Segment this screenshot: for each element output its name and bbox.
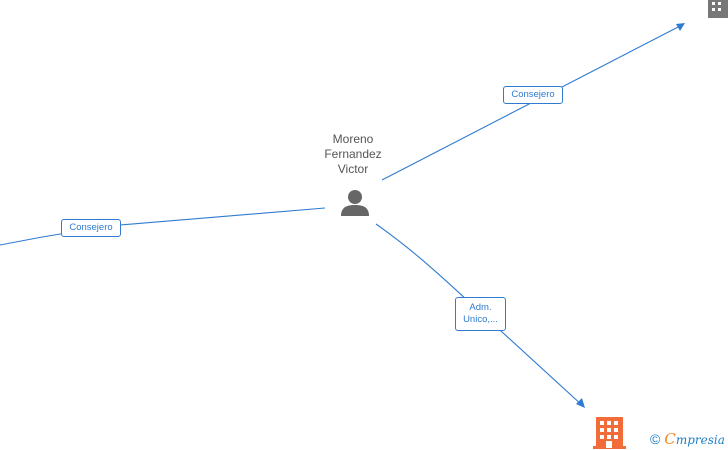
edge-label-text: Adm.	[469, 302, 492, 313]
edge-label-consejero[interactable]: Consejero	[61, 219, 121, 237]
person-name-line: Fernandez	[324, 147, 382, 161]
edge-arrowhead-bottom	[576, 398, 585, 408]
person-icon[interactable]	[341, 190, 369, 216]
edge-label-text: Consejero	[69, 222, 113, 233]
edge-label-text: Consejero	[511, 89, 555, 100]
building-icon[interactable]	[593, 417, 626, 449]
edge-line-left	[0, 207, 326, 246]
brand-logo[interactable]: Cmpresia	[664, 430, 725, 448]
edge-label-adm-unico[interactable]: Adm. Unico,...	[455, 297, 506, 331]
person-name-line: Victor	[337, 162, 369, 176]
footer-branding: © Cmpresia	[650, 430, 725, 448]
building-icon[interactable]	[708, 0, 728, 18]
edge-label-text: Unico,...	[463, 314, 498, 325]
brand-logo-initial: C	[664, 430, 676, 448]
edge-arrowhead-top-right	[676, 23, 685, 31]
copyright-icon: ©	[650, 431, 661, 447]
person-name-line: Moreno	[332, 132, 374, 146]
person-name-label[interactable]: Moreno Fernandez Victor	[313, 132, 393, 177]
brand-logo-text: mpresia	[675, 433, 725, 447]
edge-label-consejero[interactable]: Consejero	[503, 86, 563, 104]
